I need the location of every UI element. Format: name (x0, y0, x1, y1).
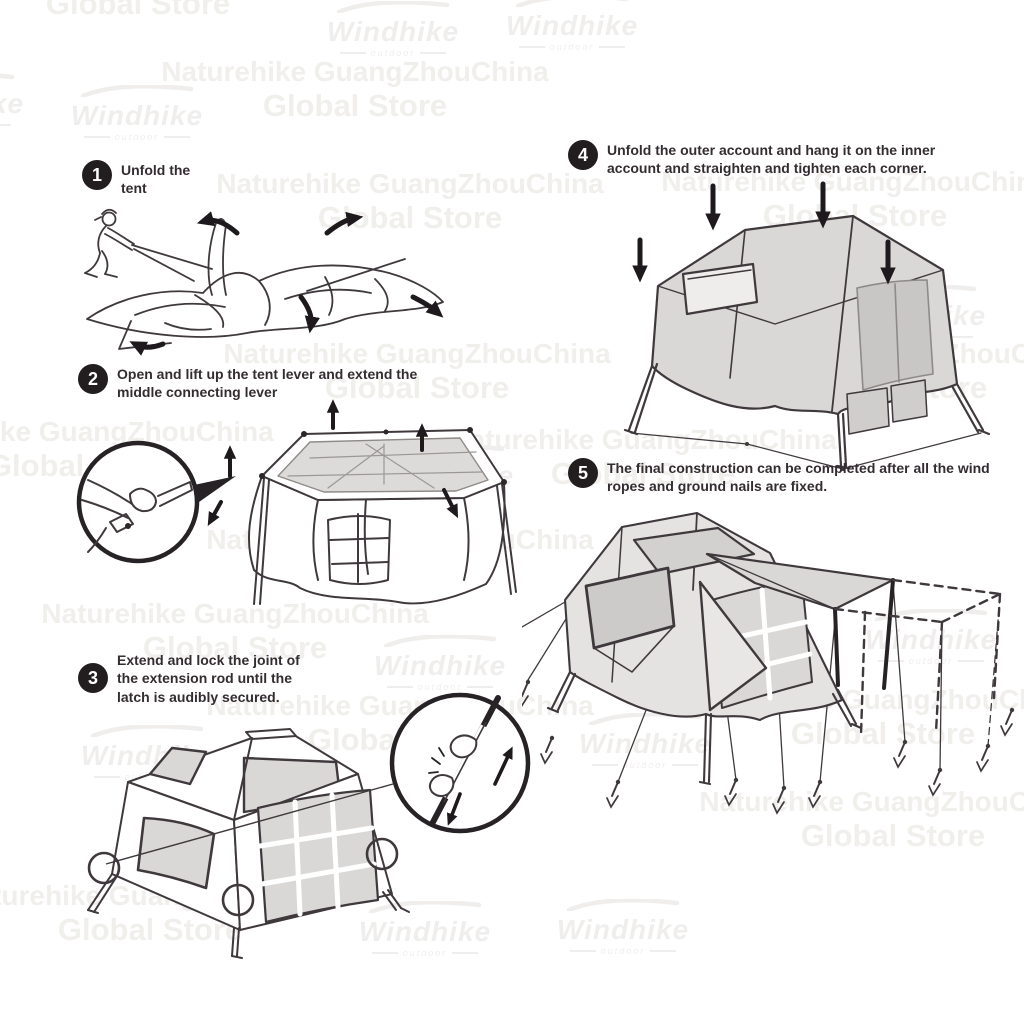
windhike-wordmark: Windhike (505, 10, 639, 41)
windhike-swoosh-icon (336, 0, 450, 15)
step-2-instruction: Open and lift up the tent lever and exte… (117, 366, 418, 401)
press-down-arrow-icons (632, 181, 896, 285)
unfolding-person-and-fabric-drawing (84, 208, 444, 350)
step-5-instruction: The final construction can be completed … (607, 460, 990, 495)
windhike-wordmark: Windhike (373, 650, 507, 681)
windhike-subtitle: outdoor (549, 42, 595, 52)
spread-direction-arrow-icons (129, 211, 444, 356)
step-2: 2 Open and lift up the tent lever and ex… (78, 364, 478, 402)
step-3-number-badge: 3 (78, 663, 108, 694)
windhike-subtitle: outdoor (600, 946, 646, 956)
inner-tent-drawing (87, 728, 410, 959)
watermark-line2: Global Store (800, 817, 986, 853)
step-2-number-badge: 2 (78, 364, 108, 394)
ground-peg-dots (745, 442, 845, 471)
step-1: 1 Unfold the tent (82, 160, 232, 198)
windhike-wordmark: Windhike (556, 914, 690, 945)
windhike-wordmark: Windhike (70, 100, 204, 131)
windhike-wordmark: Windhike (326, 16, 460, 47)
step-4: 4 Unfold the outer account and hang it o… (568, 140, 998, 178)
step-5: 5 The final construction can be complete… (568, 458, 1018, 496)
step2-illustration (76, 399, 517, 605)
awning-drawing (705, 552, 895, 690)
extend-direction-arrow-icons (447, 746, 513, 826)
windhike-swoosh-icon (0, 73, 15, 80)
awning-rear-pole (882, 578, 895, 690)
windhike-swoosh-icon (515, 0, 629, 9)
watermark-line1: Naturehike GuangZhouChina (161, 56, 549, 87)
magnifier-pointer-icon (194, 476, 236, 502)
step-3-instruction: Extend and lock the joint of the extensi… (117, 652, 300, 705)
step1-illustration (84, 208, 444, 356)
step-5-number-badge: 5 (568, 458, 598, 488)
magnifier-rod-lock-detail (389, 692, 531, 834)
step3-illustration (87, 692, 531, 959)
step-4-number-badge: 4 (568, 140, 598, 170)
windhike-swoosh-icon (566, 897, 680, 913)
watermark-line2: Global Store (45, 0, 231, 21)
finished-tent-drawing (546, 511, 863, 786)
watermark-line1: Naturehike GuangZhouChina (216, 168, 604, 199)
windhike-subtitle: outdoor (370, 48, 416, 58)
leg-joint-markers (87, 837, 399, 917)
windhike-wordmark: Windhike (0, 88, 25, 119)
step-3: 3 Extend and lock the joint of the exten… (78, 650, 378, 706)
step-4-instruction: Unfold the outer account and hang it on … (607, 142, 936, 177)
outer-fly-tent-drawing (623, 214, 991, 470)
step5-illustration (522, 511, 1016, 814)
click-spark-icon (428, 747, 445, 774)
windhike-swoosh-icon (80, 83, 194, 99)
step-1-instruction: Unfold the tent (121, 162, 191, 197)
magnifier-lever-detail (76, 440, 236, 564)
watermark-line2: Global Store (262, 87, 448, 123)
awning-front-pole (833, 607, 840, 687)
lifted-tent-frame-drawing (248, 429, 517, 605)
step4-illustration (623, 181, 991, 471)
detail-callout-line (105, 783, 394, 865)
windhike-subtitle: outdoor (114, 132, 160, 142)
windhike-swoosh-icon (383, 633, 497, 649)
frame-corner-joints (259, 427, 507, 485)
lift-direction-arrow-icons (207, 399, 459, 526)
awning-alternate-position-dashed (833, 578, 1002, 737)
step-1-number-badge: 1 (82, 160, 112, 190)
